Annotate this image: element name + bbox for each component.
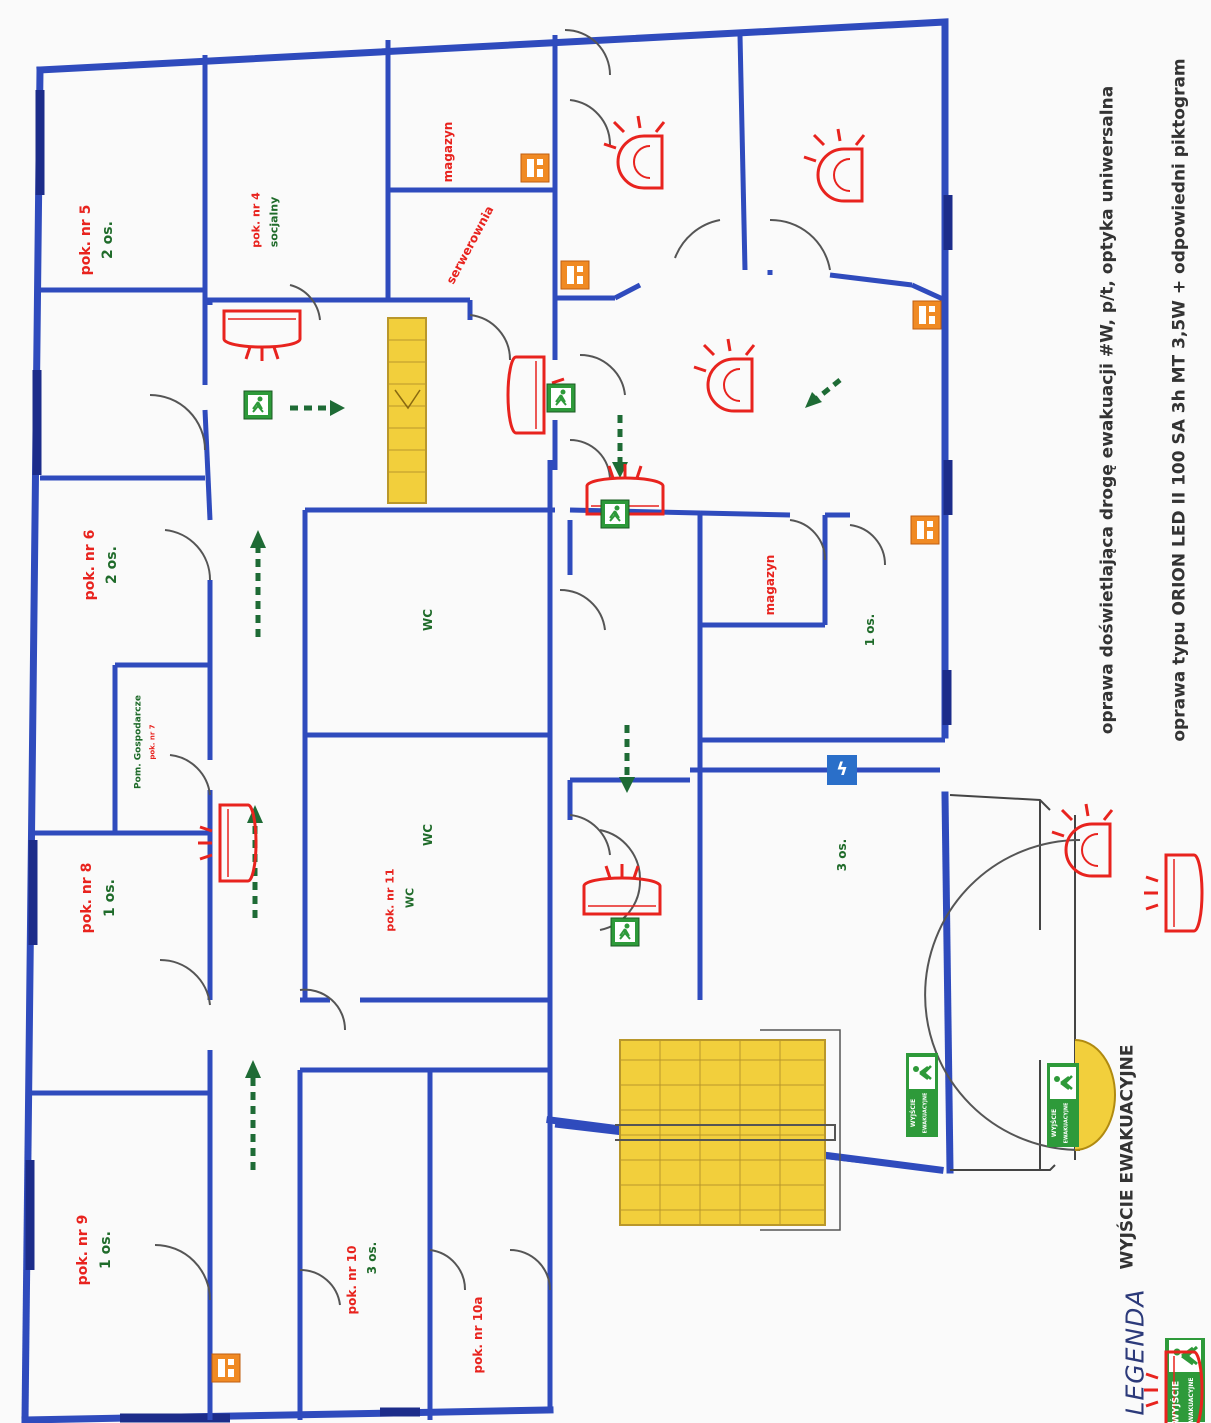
flat-fixtures-horizontal [222,309,665,916]
room-use-pok11: WC [403,887,417,909]
room-people-pok8: 1 os. [102,879,118,917]
exit-sign-1-line1: WYJŚCIE [910,1098,917,1128]
legend-exit-sign [1165,1338,1205,1422]
room-people-pok9: 1 os. [98,1231,114,1269]
room-use-pok4: socjalny [267,196,281,248]
exit-sign-1-line2: EWAKUACYJNE [922,1092,929,1134]
legend-title: LEGENDA [1120,1288,1150,1416]
electrical-icon: ϟ [836,759,848,780]
room-label-magazyn-top: magazyn [441,121,455,183]
legend-exit-sign-line1: WYJŚCIE [1171,1380,1182,1423]
dome-fixtures [602,114,1114,878]
room-people-pok10: 3 os. [365,1241,379,1275]
legend-exit-label: WYJŚCIE EWAKUACYJNE [1117,1044,1138,1270]
room-people-pok6: 2 os. [104,546,120,584]
exit-sign-2-line1: WYJŚCIE [1051,1108,1058,1138]
room-label-magazyn-right: magazyn [763,554,777,616]
room-label-pok10: pok. nr 10 [345,1245,359,1315]
room-label-pok5: pok. nr 5 [78,204,94,276]
staircase-lower [615,1029,841,1231]
exit-sign-2-line2: EWAKUACYJNE [1063,1102,1070,1144]
staircase-upper [387,317,427,504]
electrical-sign [827,755,857,785]
legend-dome-label: oprawa doświetlająca drogę ewakuacji #W,… [1097,85,1118,735]
room-people-pok5: 2 os. [100,221,116,259]
room-people-3os: 3 os. [835,838,849,872]
room-label-pok6: pok. nr 6 [82,529,98,601]
room-label-pok10a: pok. nr 10a [471,1296,485,1374]
large-exit-sign-2 [1047,1063,1079,1147]
room-label-wc2: WC [421,823,435,847]
large-exit-sign-1 [906,1053,938,1137]
legend-flat-label: oprawa typu ORION LED II 100 SA 3h MT 3,… [1169,58,1190,742]
interior-walls [30,34,947,1420]
room-label-pok7: Pom. Gospodarcze [133,695,144,789]
room-label-pok4: pok. nr 4 [249,192,263,248]
room-number-pok7: pok. nr 7 [148,724,157,760]
room-label-wc1: WC [421,608,435,632]
room-label-pok11: pok. nr 11 [383,868,397,932]
door-swings [149,29,1081,1306]
legend-exit-sign-line2: EWAKUACYJNE [1188,1377,1195,1423]
room-label-pok9: pok. nr 9 [75,1214,91,1286]
room-label-pok8: pok. nr 8 [79,862,95,934]
room-people-1os: 1 os. [863,613,877,647]
vestibule-door [1074,1039,1116,1151]
